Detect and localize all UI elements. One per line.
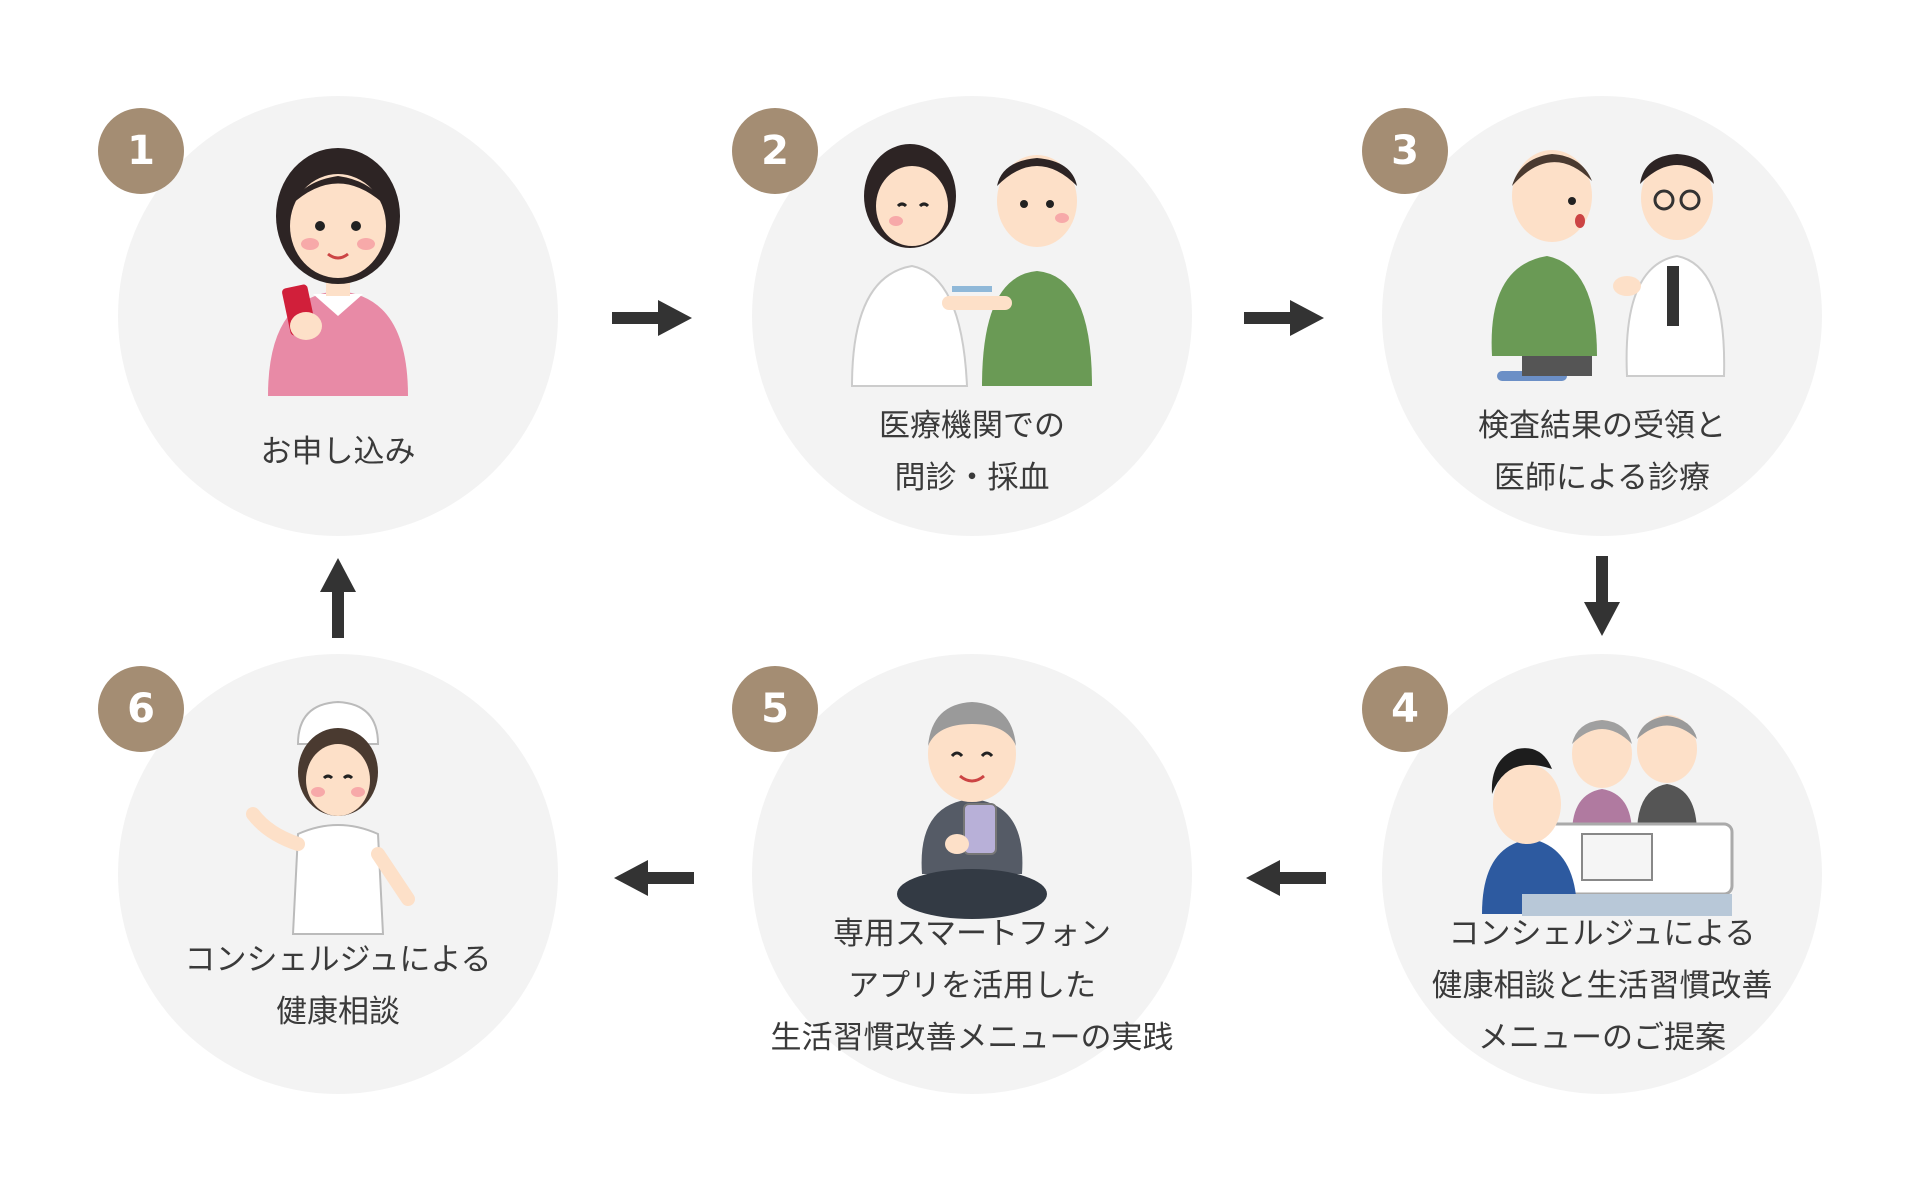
- elderly-man-smartphone-icon: [897, 702, 1047, 919]
- step-4-label: コンシェルジュによる 健康相談と生活習慣改善 メニューのご提案: [1431, 916, 1773, 1056]
- step-5-circle: 5 専用スマートフォン アプリを活用した 生活習慣改善メニューの実践: [732, 654, 1192, 1094]
- step-3-circle: 3 検査結果の受領と 医師による診療: [1362, 96, 1822, 536]
- arrow-left-5-to-6-icon: [614, 860, 694, 896]
- step-5-label: 専用スマートフォン アプリを活用した 生活習慣改善メニューの実践: [770, 916, 1174, 1056]
- arrow-down-3-to-4-icon: [1584, 556, 1620, 636]
- step-4-badge: 4: [1362, 666, 1448, 752]
- nurse-guide-icon: [246, 700, 415, 935]
- arrow-right-2-to-3-icon: [1244, 300, 1324, 336]
- concierge-counseling-couple-icon: [1482, 715, 1734, 916]
- nurse-drawing-blood-icon: [850, 144, 1092, 387]
- step-4-circle: 4 コンシェルジュによる 健康相談と生活習慣改善 メニューのご提案: [1362, 654, 1822, 1094]
- step-2-label: 医療機関での 問診・採血: [879, 408, 1065, 496]
- step-5-badge: 5: [732, 666, 818, 752]
- step-3-badge: 3: [1362, 108, 1448, 194]
- step-6-badge: 6: [98, 666, 184, 752]
- woman-with-smartphone-icon: [268, 148, 408, 396]
- step-6-label: コンシェルジュによる 健康相談: [184, 942, 492, 1030]
- step-1-badge: 1: [98, 108, 184, 194]
- step-3-label: 検査結果の受領と 医師による診療: [1478, 408, 1726, 496]
- step-1-circle: 1 お申し込み: [98, 96, 558, 536]
- doctor-consultation-icon: [1491, 150, 1726, 381]
- arrow-left-4-to-5-icon: [1246, 860, 1326, 896]
- step-2-badge: 2: [732, 108, 818, 194]
- step-2-circle: 2 医療機関での 問診・採血: [732, 96, 1192, 536]
- step-6-circle: 6 コンシェルジュによる 健康相談: [98, 654, 558, 1094]
- arrow-right-1-to-2-icon: [612, 300, 692, 336]
- arrow-up-6-to-1-icon: [320, 558, 356, 638]
- step-1-label: お申し込み: [260, 434, 416, 470]
